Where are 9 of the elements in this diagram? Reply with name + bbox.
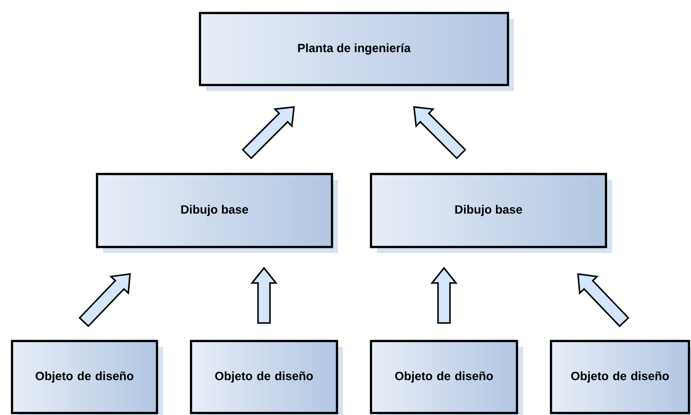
- process-box: Planta de ingeniería: [198, 12, 514, 91]
- process-box: Dibujo base: [96, 172, 338, 253]
- process-box: Objeto de diseño: [190, 340, 343, 415]
- block-arrow: [430, 266, 458, 324]
- process-box: Objeto de diseño: [550, 340, 691, 415]
- process-box: Objeto de diseño: [10, 340, 163, 415]
- process-box: Dibujo base: [370, 172, 612, 253]
- process-box: Objeto de diseño: [370, 340, 523, 415]
- block-arrow: [250, 266, 278, 324]
